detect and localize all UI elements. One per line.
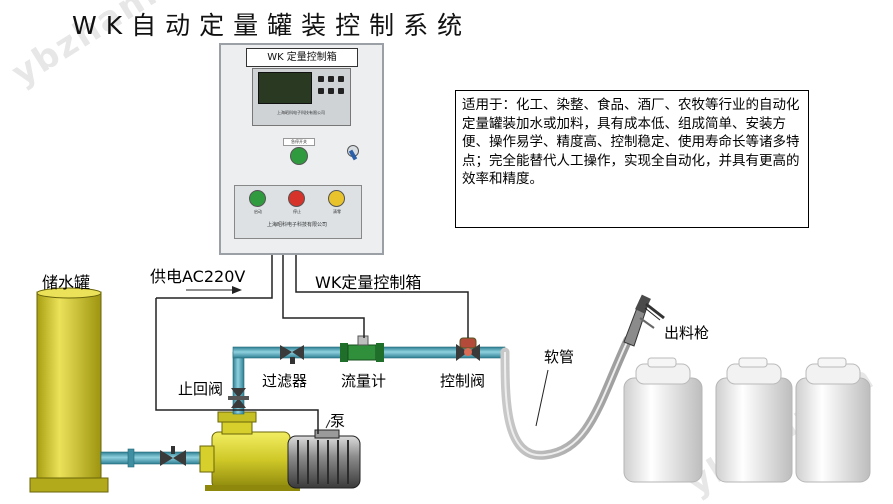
power-label: 供电AC220V: [150, 267, 246, 286]
filter-label: 过滤器: [262, 372, 308, 390]
control-box-label: WK定量控制箱: [315, 273, 422, 292]
pump: [199, 411, 361, 491]
inlet-pipe: [100, 451, 212, 465]
page-title: WK自动定量罐装控制系统: [72, 11, 472, 40]
estop-label: 急停开关: [283, 138, 315, 146]
pump-pointer: [325, 419, 331, 429]
controller-key[interactable]: [328, 76, 334, 82]
controller-key[interactable]: [318, 76, 324, 82]
description-box: 适用于：化工、染整、食品、酒厂、农牧等行业的自动化定量罐装加水或加料，具有成本低…: [455, 90, 809, 228]
controller-key[interactable]: [328, 88, 334, 94]
drum: [715, 357, 793, 483]
controller-key[interactable]: [338, 76, 344, 82]
reset-button-label: 清零: [333, 209, 341, 214]
flowmeter: [340, 335, 384, 362]
tank-label: 储水罐: [42, 273, 91, 292]
controller-key[interactable]: [318, 88, 324, 94]
hose-label: 软管: [544, 348, 575, 366]
gun-label: 出料枪: [664, 324, 710, 342]
controller-display: [258, 72, 312, 104]
start-button-label: 启动: [254, 209, 262, 214]
control-wires: [155, 255, 469, 434]
drum: [623, 357, 703, 483]
flowmeter-label: 流量计: [341, 372, 387, 390]
stop-button[interactable]: [288, 190, 305, 207]
filter: [280, 345, 304, 364]
dispensing-gun: [623, 294, 665, 347]
panel-maker-text: 上海昭科电子科技有限公司: [266, 222, 327, 228]
pump-label: 泵: [330, 412, 346, 430]
hose-pointer: [535, 369, 549, 427]
power-arrow: [186, 286, 242, 294]
gun-pointer: [644, 307, 661, 321]
reset-button[interactable]: [328, 190, 345, 207]
control-valve-label: 控制阀: [440, 372, 486, 390]
cabinet-nameplate: WK 定量控制箱: [246, 48, 358, 67]
drum: [795, 357, 871, 483]
stop-button-label: 停止: [293, 209, 301, 214]
controller-maker-text: 上海昭科电子科技有限公司: [277, 110, 325, 115]
inlet-valve: [127, 446, 186, 468]
check-valve: [228, 388, 249, 408]
emergency-stop-button[interactable]: [290, 147, 308, 165]
controller-key[interactable]: [338, 88, 344, 94]
start-button[interactable]: [249, 190, 266, 207]
check-valve-label: 止回阀: [178, 380, 224, 398]
control-valve: [456, 337, 480, 361]
storage-tank: [29, 287, 109, 493]
